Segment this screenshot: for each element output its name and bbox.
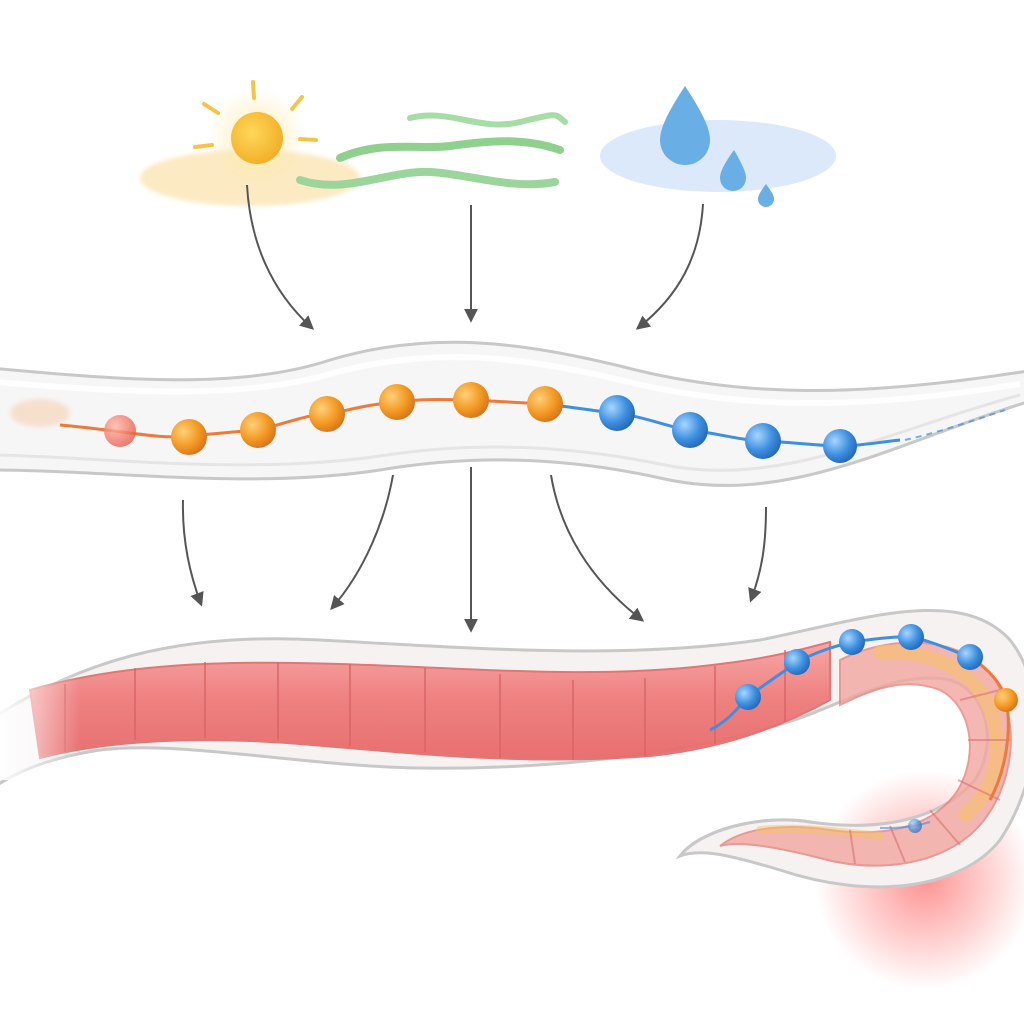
arrow-middle-1: [181, 499, 204, 607]
water-drop-icon: [660, 86, 774, 207]
chain-node-blue: [957, 644, 983, 670]
lower-worm-chain: [709, 624, 1018, 833]
chain-node-blue: [745, 423, 781, 459]
lower-worm-segments: [0, 640, 831, 780]
chain-node-blue: [839, 629, 865, 655]
chain-node-orange: [453, 382, 489, 418]
chain-node-blue: [672, 412, 708, 448]
wind-waves-icon: [296, 112, 568, 189]
arrow-middle-5: [748, 506, 767, 603]
arrow-sun-to-worm: [246, 184, 315, 330]
arrow-middle-4: [550, 474, 645, 622]
chain-node-orange: [379, 384, 415, 420]
chain-node-orange: [171, 419, 207, 455]
chain-node-blue: [599, 395, 635, 431]
chain-node-blue: [898, 624, 924, 650]
input-sunlight: [140, 80, 360, 206]
chain-node-orange: [527, 386, 563, 422]
arrows-inputs-to-worm: [246, 184, 704, 330]
chain-node-blue: [735, 684, 761, 710]
chain-node-orange: [309, 396, 345, 432]
chain-node-orange: [240, 412, 276, 448]
arrow-middle-2: [330, 474, 394, 611]
input-water: [600, 86, 836, 207]
lower-worm: [0, 609, 1024, 990]
arrows-worm-to-worm: [181, 467, 767, 633]
chain-node-blue: [784, 649, 810, 675]
input-wind: [296, 112, 568, 189]
arrow-water-to-worm: [635, 203, 704, 330]
chain-node-faded: [104, 415, 136, 447]
sun-icon: [193, 80, 318, 164]
upper-worm-chain: [59, 382, 1006, 463]
chain-node-blue: [823, 429, 857, 463]
upper-worm: [0, 340, 1024, 487]
chain-node-blue-small: [908, 819, 922, 833]
chain-node-orange: [994, 688, 1018, 712]
